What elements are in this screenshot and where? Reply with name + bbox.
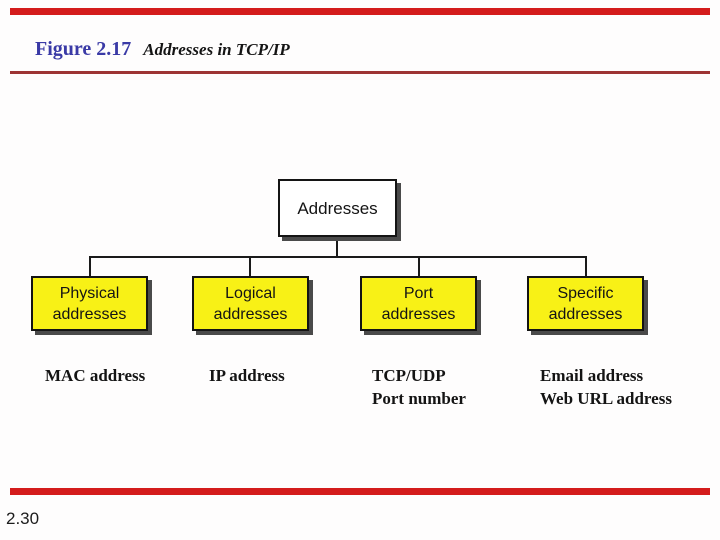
annotation-mac-address: MAC address — [45, 364, 145, 387]
leaf-node-label-line: Specific — [557, 284, 614, 302]
leaf-node-label-line: addresses — [381, 305, 456, 323]
connector-stub-specific — [585, 258, 587, 276]
connector-stub-port — [418, 258, 420, 276]
leaf-node-label-line: addresses — [213, 305, 288, 323]
leaf-node-port-addresses: Port addresses — [360, 276, 477, 331]
connector-horizontal — [89, 256, 587, 258]
annotation-line: IP address — [209, 366, 285, 385]
annotation-email-web-url: Email address Web URL address — [540, 364, 672, 410]
annotation-line: TCP/UDP — [372, 366, 446, 385]
leaf-node-physical-addresses: Physical addresses — [31, 276, 148, 331]
figure-number-label: Figure 2.17 — [35, 38, 132, 60]
leaf-node-label-line: addresses — [52, 305, 127, 323]
connector-root-vertical — [336, 237, 338, 258]
annotation-ip-address: IP address — [209, 364, 285, 387]
slide-title: Figure 2.17 Addresses in TCP/IP — [35, 38, 290, 61]
connector-stub-physical — [89, 258, 91, 276]
bottom-accent-bar — [10, 488, 710, 495]
page-number: 2.30 — [6, 509, 40, 528]
leaf-node-label-line: addresses — [548, 305, 623, 323]
annotation-tcp-udp-port: TCP/UDP Port number — [372, 364, 466, 410]
leaf-node-label-line: Port — [403, 284, 434, 302]
annotation-line: Email address — [540, 366, 644, 385]
root-node-addresses: Addresses — [278, 179, 397, 237]
top-accent-bar — [10, 8, 710, 15]
figure-title-text: Addresses in TCP/IP — [143, 40, 290, 59]
annotation-line: MAC address — [45, 366, 146, 385]
root-node-label: Addresses — [297, 198, 378, 218]
leaf-node-label-line: Logical — [225, 284, 276, 302]
leaf-node-label-line: Physical — [59, 284, 120, 302]
annotation-line: Web URL address — [540, 389, 672, 408]
leaf-node-specific-addresses: Specific addresses — [527, 276, 644, 331]
annotation-line: Port number — [372, 389, 466, 408]
connector-stub-logical — [249, 258, 251, 276]
title-underline-rule — [10, 71, 710, 74]
leaf-node-logical-addresses: Logical addresses — [192, 276, 309, 331]
